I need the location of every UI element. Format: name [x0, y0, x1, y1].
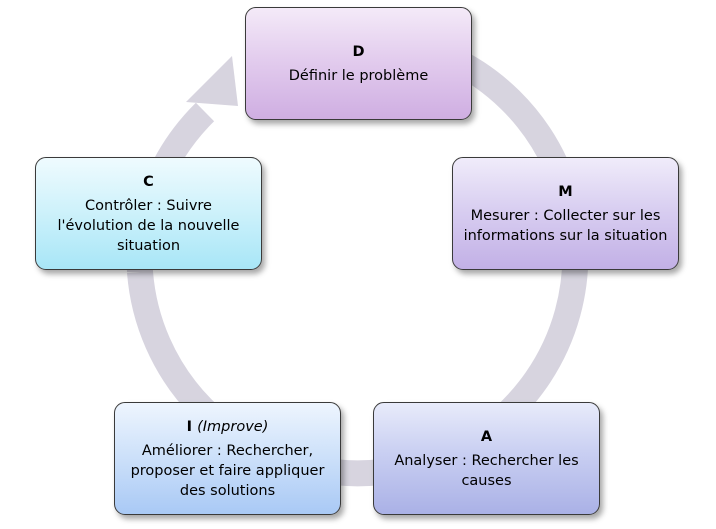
step-c-letter: C [143, 173, 154, 190]
step-c-box: C Contrôler : Suivre l'évolution de la n… [35, 157, 262, 270]
step-a-letter: A [480, 428, 493, 445]
step-i-text: Améliorer : Rechercher, proposer et fair… [130, 442, 325, 499]
step-d-text: Définir le problème [288, 67, 429, 84]
step-a-box: A Analyser : Rechercher les causes [373, 402, 600, 515]
cycle-arrow-head [186, 56, 238, 106]
step-i-note: (Improve) [197, 418, 269, 435]
step-a-text: Analyser : Rechercher les causes [394, 452, 579, 489]
step-m-box: M Mesurer : Collecter sur les informatio… [452, 157, 679, 270]
step-i-box: I (Improve) Améliorer : Rechercher, prop… [114, 402, 341, 515]
step-i-letter: I (Improve) [186, 418, 269, 435]
step-c-text: Contrôler : Suivre l'évolution de la nou… [57, 197, 240, 254]
step-m-text: Mesurer : Collecter sur les informations… [463, 207, 668, 244]
step-d-box: D Définir le problème [245, 7, 472, 120]
step-d-letter: D [352, 43, 365, 60]
step-m-letter: M [558, 183, 573, 200]
